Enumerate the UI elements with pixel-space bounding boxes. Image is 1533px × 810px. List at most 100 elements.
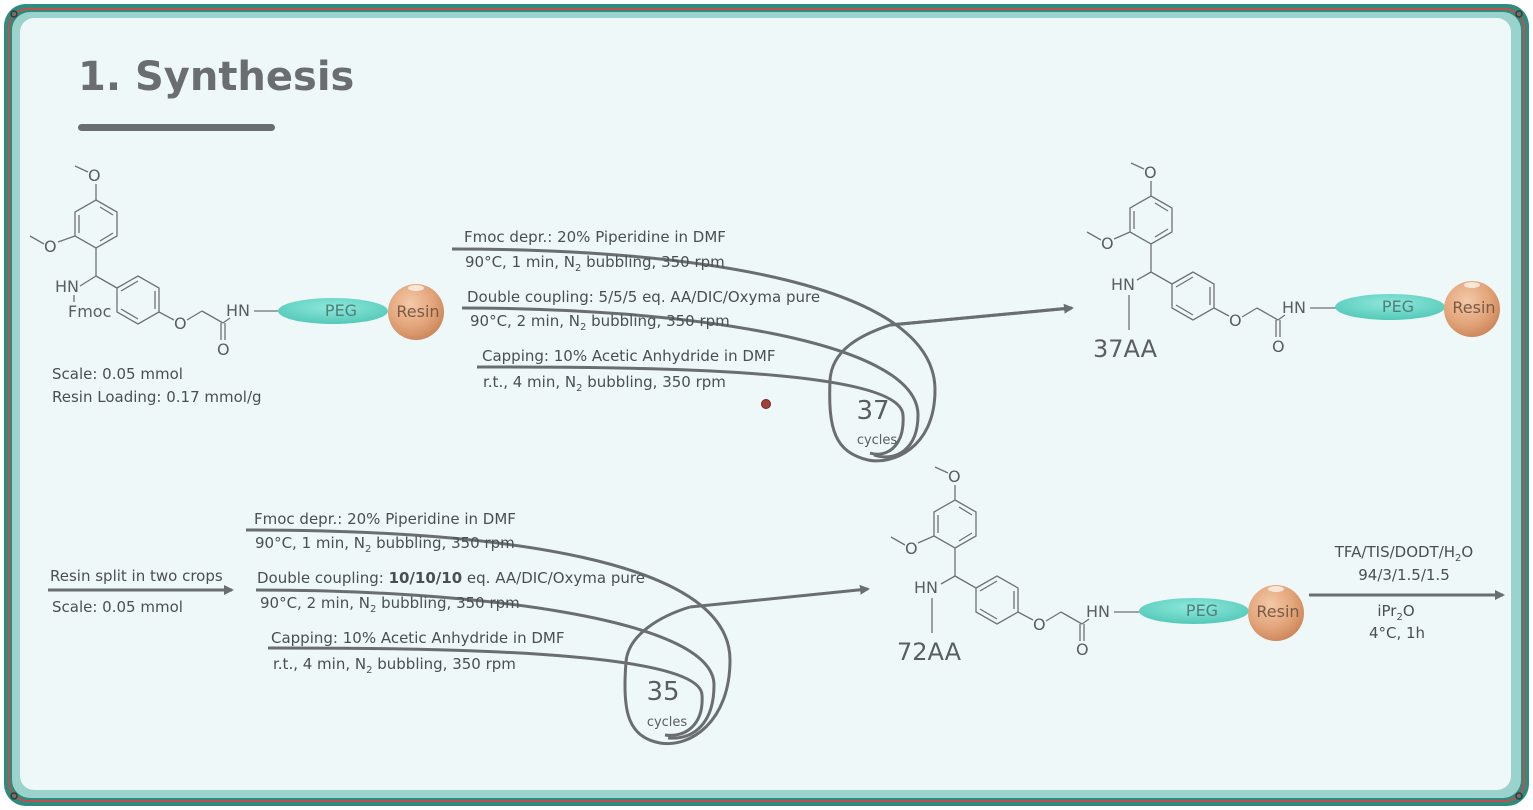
ether-oxygen: O [174,314,187,333]
resin-bead [1248,585,1304,641]
co-nh-bond [1081,618,1090,625]
methoxy-oxygen-top: O [88,166,101,185]
cycle1-count: 37 [856,396,889,426]
cond-text: 90°C, 2 min, N [470,312,580,330]
cleavage-reagent: TFA/TIS/DODT/H2O [1334,543,1473,564]
aromatic-bond [120,280,139,292]
aromatic-bond [958,506,973,516]
ch-ring-bond [1150,271,1173,285]
cycle2-coupling-label: Double coupling: 10/10/10 eq. AA/DIC/Oxy… [257,569,645,587]
frame-corner-dot [1515,792,1523,800]
peg-label: PEG [325,301,357,320]
methoxy-oxygen-ortho: O [44,237,57,256]
aromatic-bond [99,206,114,216]
fmoc-rink-amide-resin-structure: O O HN Fmoc O O HN PEG [29,165,444,359]
cycle1-capping-conditions: r.t., 4 min, N2 bubbling, 350 rpm [483,373,726,394]
cond-text: bubbling, 350 rpm [376,594,519,612]
co-nh-bond [1277,314,1286,321]
ch-nh-bond [940,575,956,585]
o-ring-bond [917,535,935,544]
start-resin-loading: Resin Loading: 0.17 mmol/g [52,388,262,406]
o-ring-bond [57,235,76,243]
cycle2-product-label: 72AA [897,638,962,666]
cycle2-capping-loop [267,646,704,737]
cycle2-product-arrow [689,584,870,609]
aromatic-bond [1175,304,1194,316]
cycle1-coupling-conditions: 90°C, 2 min, N2 bubbling, 350 rpm [470,312,730,333]
cycle1-deprotection-label: Fmoc depr.: 20% Piperidine in DMF [464,228,726,246]
methoxy-oxygen-ortho: O [905,539,918,558]
cleavage-step: TFA/TIS/DODT/H2O 94/3/1.5/1.5 iPr2O 4°C,… [1309,543,1505,642]
synthesis-cycle-2: Fmoc depr.: 20% Piperidine in DMF 90°C, … [245,510,870,746]
methoxy-oxygen-ortho: O [1101,234,1114,253]
start-scale: Scale: 0.05 mmol [52,365,183,383]
subscript: 2 [1396,612,1402,623]
cycle2-deprotection-conditions: 90°C, 1 min, N2 bubbling, 350 rpm [255,534,515,555]
ether-oxygen: O [1033,615,1046,634]
o-ch2-bond [186,310,203,321]
cycle1-coupling-label: Double coupling: 5/5/5 eq. AA/DIC/Oxyma … [467,288,820,306]
cond-text: Double coupling: [257,569,389,587]
co-nh-bond [222,317,231,324]
peg-label: PEG [1186,601,1218,620]
aromatic-bond [120,308,139,320]
subscript: 2 [366,665,372,676]
carbonyl-oxygen: O [1076,640,1089,659]
peg-label: PEG [1382,297,1414,316]
peg-linker [1139,598,1249,624]
subscript: 2 [1455,553,1461,564]
page-title: 1. Synthesis [78,54,354,100]
frame-corner-dot [10,10,18,18]
cond-text: 90°C, 1 min, N [465,253,575,271]
methyl-bond [934,466,949,474]
cond-text: bubbling, 350 rpm [582,373,725,391]
resin-bead [1444,281,1500,337]
cycle1-product-arrow [889,303,1074,327]
cond-text: 90°C, 2 min, N [260,594,370,612]
cond-text: r.t., 4 min, N [483,373,576,391]
subscript: 2 [575,263,581,274]
cond-text: O [1403,602,1415,620]
cycle1-capping-label: Capping: 10% Acetic Anhydride in DMF [482,347,775,365]
cycle1-count-unit: cycles [857,433,898,448]
methyl-bond [1130,162,1145,170]
peptide-72aa-resin-structure: O O HN 72AA O O HN PEG Resin [890,466,1304,666]
cond-text: bubbling, 350 rpm [372,655,515,673]
amide-nh-label: HN [1086,602,1110,621]
split-label: Resin split in two crops [50,567,223,585]
coupling-equivalents-bold: 10/10/10 [389,569,463,587]
ch2-co-bond [201,310,224,324]
ch2-co-bond [1256,307,1279,321]
resin-highlight [408,285,424,291]
fmoc-label: Fmoc [68,302,111,321]
methoxy-oxygen-top: O [1144,163,1157,182]
frame-corner-dot [1515,10,1523,18]
cond-text: bubbling, 350 rpm [586,312,729,330]
cond-text: O [1461,543,1473,561]
resin-highlight [1464,282,1480,288]
amide-nh-label: HN [226,301,250,320]
cycle2-coupling-loop [255,588,716,740]
fmoc-nh-label: HN [55,277,79,296]
synthesis-cycle-1: Fmoc depr.: 20% Piperidine in DMF 90°C, … [451,228,1074,463]
aromatic-bond [979,580,998,592]
split-scale: Scale: 0.05 mmol [52,598,183,616]
cond-text: r.t., 4 min, N [273,655,366,673]
aromatic-bond [1175,276,1194,288]
cycle2-deprotection-label: Fmoc depr.: 20% Piperidine in DMF [254,510,516,528]
subscript: 2 [576,383,582,394]
cond-text: eq. AA/DIC/Oxyma pure [462,569,645,587]
ring-o-bond [158,311,175,321]
ring-o-bond [1213,307,1230,317]
resin-bead [388,284,444,340]
resin-label: Resin [396,302,439,321]
subscript: 2 [370,604,376,615]
ch-ring-bond [95,275,118,289]
aromatic-bond [99,232,114,242]
cycle1-product-label: 37AA [1093,335,1158,363]
aromatic-bond [1154,202,1169,212]
methyl-bond [29,235,45,245]
peptide-nh-label: HN [914,578,938,597]
methyl-bond [74,165,89,173]
title-underline [78,124,275,131]
